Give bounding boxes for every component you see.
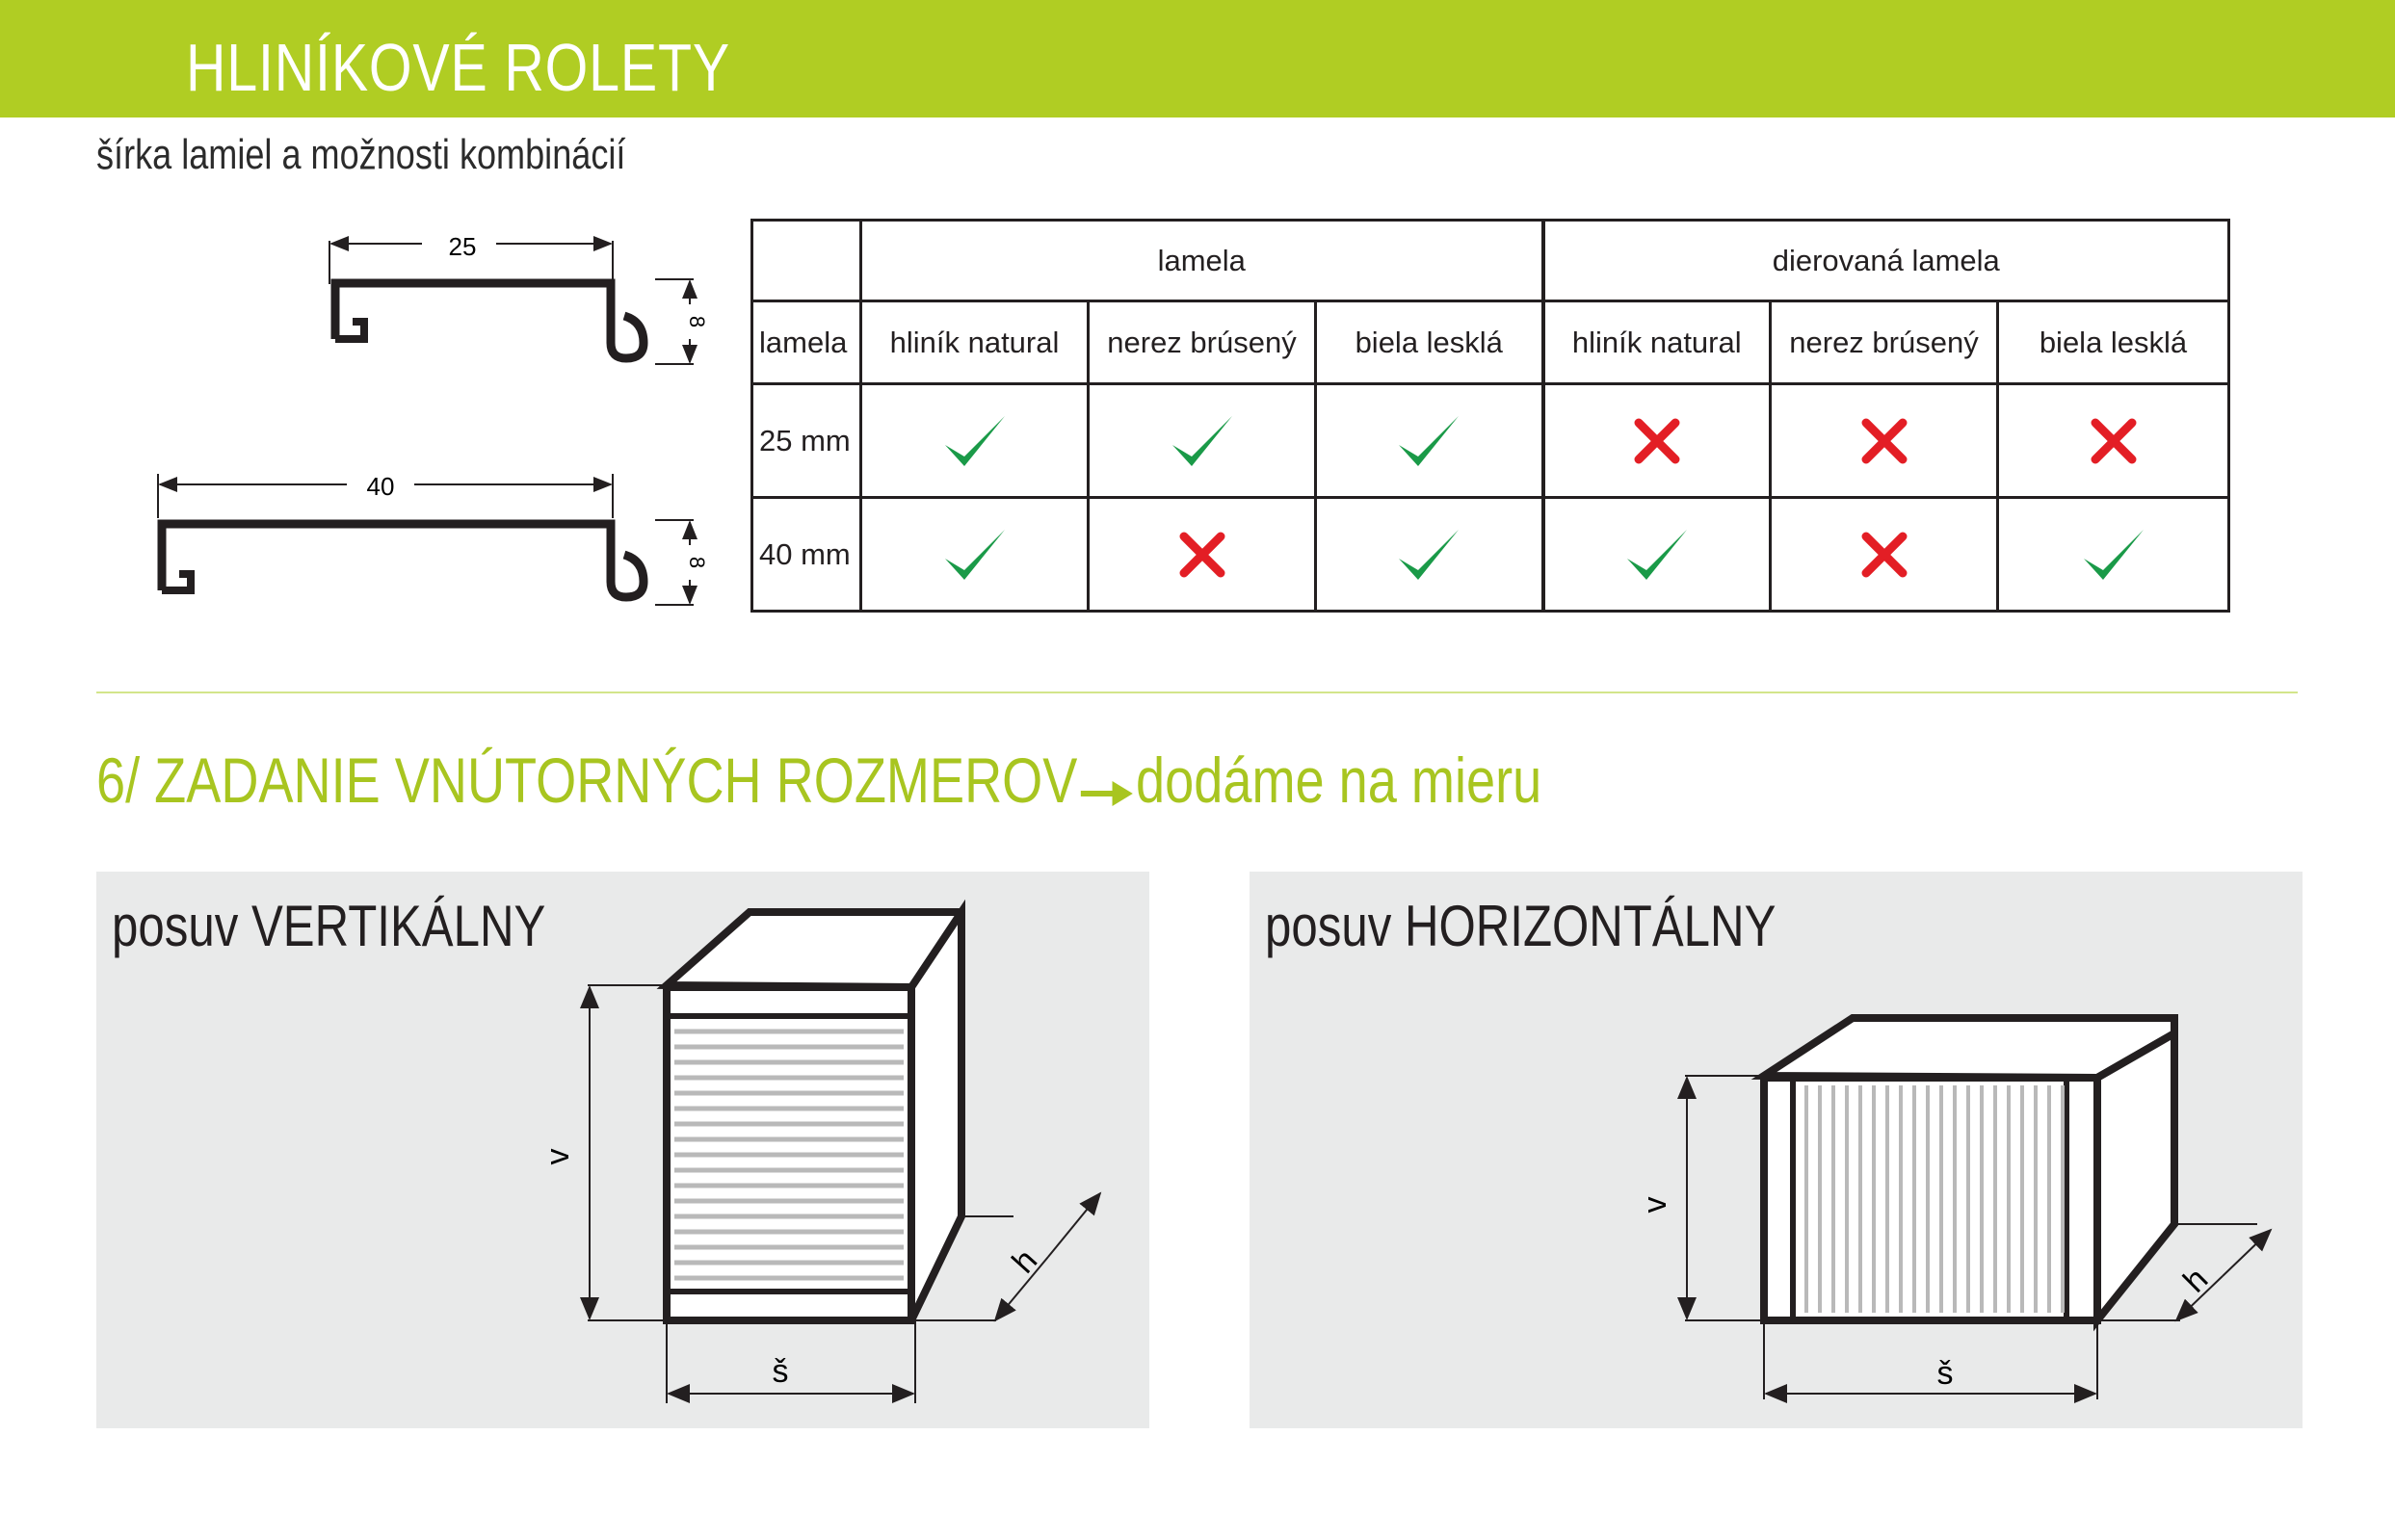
- table-column-header-row: lamela hliník natural nerez brúsený biel…: [750, 300, 2231, 385]
- availability-cell: [1769, 496, 1999, 613]
- group-header-lamela: lamela: [859, 219, 1544, 302]
- horizontal-slats: [1804, 1085, 2065, 1313]
- availability-cell: [1314, 496, 1544, 613]
- column-header: biela lesklá: [1314, 300, 1544, 385]
- lamella-profiles: 25 8 40 8: [135, 212, 732, 636]
- arrow-right-icon: [1080, 749, 1133, 822]
- section-title: 6/ ZADANIE VNÚTORNÝCH ROZMEROV dodáme na …: [96, 744, 1541, 822]
- checkmark-icon: [1317, 524, 1541, 586]
- checkmark-icon: [1090, 410, 1314, 472]
- dimension-h-label: h: [2176, 1261, 2215, 1299]
- cross-icon: [1772, 531, 1996, 579]
- dimension-h-label: h: [1005, 1242, 1044, 1280]
- column-header: hliník natural: [859, 300, 1090, 385]
- dimension-v-label: v: [540, 1149, 576, 1165]
- page-title: HLINÍKOVÉ ROLETY: [186, 30, 730, 105]
- profile-40: 40 8: [157, 472, 709, 606]
- panel-horizontal-title: posuv HORIZONTÁLNY: [1265, 894, 1777, 958]
- profile-40-height-label: 8: [685, 557, 709, 568]
- cross-icon: [1999, 417, 2227, 465]
- section-title-suffix: dodáme na mieru: [1136, 744, 1542, 816]
- availability-cell: [859, 496, 1090, 613]
- availability-cell: [1087, 382, 1317, 499]
- availability-cell: [1995, 382, 2231, 499]
- checkmark-icon: [1545, 524, 1770, 586]
- cross-icon: [1772, 417, 1996, 465]
- profile-25: 25 8: [329, 232, 709, 365]
- table-group-header-row: lamela dierovaná lamela: [750, 219, 2231, 302]
- header-bar: HLINÍKOVÉ ROLETY: [0, 0, 2395, 117]
- profile-drawings: 25 8 40 8: [157, 232, 709, 606]
- panel-horizontal: posuv HORIZONTÁLNY v š h: [1250, 872, 2303, 1428]
- column-header: nerez brúsený: [1769, 300, 1999, 385]
- row-label: 40 mm: [750, 496, 862, 613]
- dimension-v-label: v: [1637, 1197, 1673, 1214]
- dimension-s-label: š: [1937, 1355, 1954, 1392]
- profile-25-width-label: 25: [449, 232, 477, 261]
- table-row: 25 mm: [750, 382, 2231, 499]
- table-corner-label: lamela: [750, 300, 862, 385]
- cross-icon: [1090, 531, 1314, 579]
- table-corner-empty: [750, 219, 862, 302]
- availability-cell: [1087, 496, 1317, 613]
- availability-cell: [1540, 382, 1772, 499]
- checkmark-icon: [1317, 410, 1541, 472]
- checkmark-icon: [862, 524, 1087, 586]
- availability-cell: [859, 382, 1090, 499]
- vertical-blind-diagram: v š h: [540, 899, 1102, 1403]
- page-subtitle: šírka lamiel a možnosti kombinácií: [96, 131, 626, 178]
- dimension-s-label: š: [773, 1353, 789, 1390]
- combination-table: lamela dierovaná lamela lamela hliník na…: [750, 219, 2231, 613]
- group-header-dierovana-lamela: dierovaná lamela: [1540, 219, 2231, 302]
- panel-vertical: posuv VERTIKÁLNY v š h: [96, 872, 1149, 1428]
- vertical-slats: [674, 1029, 904, 1281]
- table-row: 40 mm: [750, 496, 2231, 613]
- availability-cell: [1769, 382, 1999, 499]
- profile-40-width-label: 40: [367, 472, 395, 501]
- profile-25-height-label: 8: [685, 316, 709, 327]
- section-divider: [96, 692, 2298, 693]
- section-title-main: 6/ ZADANIE VNÚTORNÝCH ROZMEROV: [96, 744, 1078, 816]
- availability-cell: [1314, 382, 1544, 499]
- column-header: nerez brúsený: [1087, 300, 1317, 385]
- horizontal-blind-diagram: v š h: [1637, 1014, 2273, 1403]
- availability-cell: [1995, 496, 2231, 613]
- availability-cell: [1540, 496, 1772, 613]
- cross-icon: [1545, 417, 1770, 465]
- column-header: biela lesklá: [1995, 300, 2231, 385]
- checkmark-icon: [1999, 524, 2227, 586]
- panel-vertical-title: posuv VERTIKÁLNY: [112, 894, 546, 958]
- row-label: 25 mm: [750, 382, 862, 499]
- column-header: hliník natural: [1540, 300, 1772, 385]
- checkmark-icon: [862, 410, 1087, 472]
